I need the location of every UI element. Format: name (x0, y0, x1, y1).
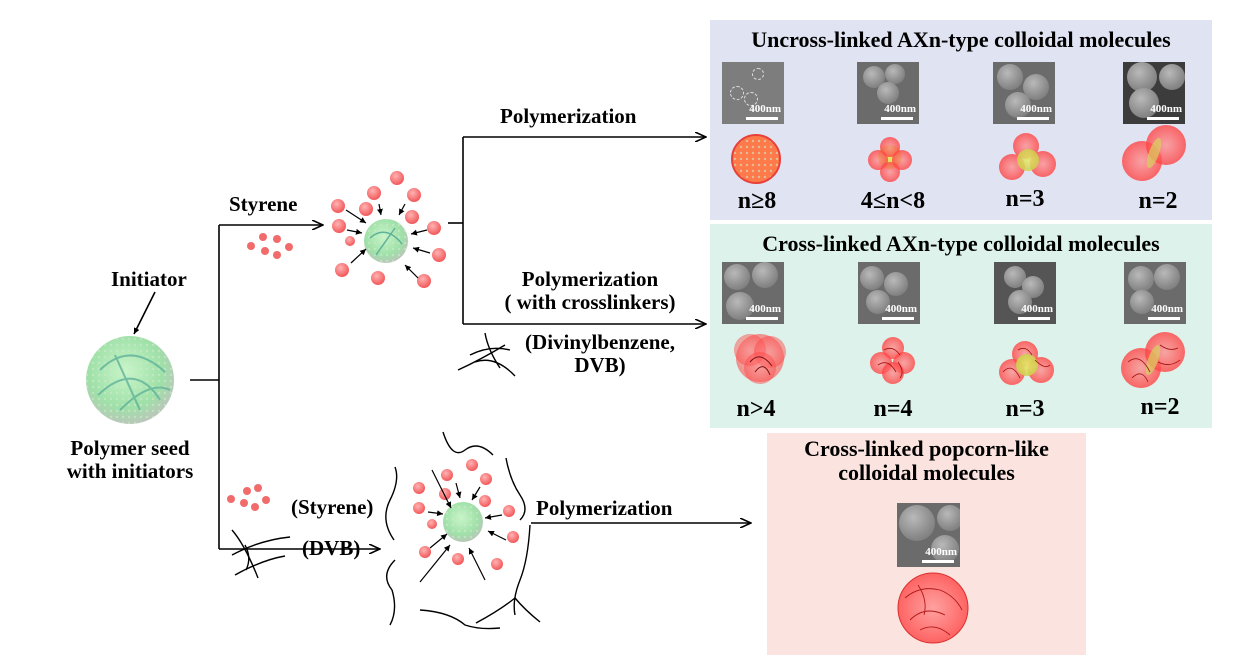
dvb-label-line2: DVB) (574, 353, 626, 378)
dvb-strands-lower-icon (231, 529, 291, 579)
model-n-2-uncrosslinked-icon (1122, 125, 1186, 181)
n-label-uncrosslinked-1: n≥8 (737, 188, 777, 214)
scale-text: 400nm (749, 303, 781, 315)
panel-popcorn-title-line1: Cross-linked popcorn-like (804, 436, 1049, 461)
scale-text: 400nm (1151, 303, 1183, 315)
scale-text: 400nm (749, 103, 781, 115)
model-n-3-crosslinked-icon (999, 341, 1054, 385)
model-n-ge-8-icon (731, 134, 781, 184)
scale-text: 400nm (1020, 103, 1052, 115)
scale-bar (1147, 117, 1179, 120)
scale-text: 400nm (885, 303, 917, 315)
styrene-droplets-icon (247, 233, 293, 259)
panel-crosslinked (710, 224, 1212, 428)
sem-image-n-2-crosslinked: 400nm (1124, 262, 1186, 324)
scale-bar (1017, 117, 1049, 120)
panel-crosslinked-title: Cross-linked AXn-type colloidal molecule… (762, 231, 1160, 256)
scale-text: 400nm (925, 546, 957, 558)
n-label-crosslinked-3: n=3 (1005, 396, 1045, 422)
n-label-crosslinked-1: n>4 (736, 396, 776, 422)
dvb-label-line1: (Divinylbenzene, (525, 330, 675, 354)
scale-bar (1018, 317, 1050, 320)
polymerization-label-upper: Polymerization (500, 104, 637, 128)
n-label-uncrosslinked-4: n=2 (1138, 188, 1178, 214)
styrene-droplets-lower-icon (227, 484, 270, 511)
seed-caption-line1: Polymer seed (70, 436, 190, 460)
panel-uncrosslinked-title: Uncross-linked AXn-type colloidal molecu… (751, 27, 1171, 52)
scale-bar (881, 117, 913, 120)
panel-popcorn-title: Cross-linked popcorn-like colloidal mole… (767, 436, 1086, 486)
scale-bar (882, 317, 914, 320)
polymerization-label-lower: Polymerization (536, 496, 673, 520)
model-n-2-crosslinked-icon (1121, 332, 1185, 388)
sem-image-popcorn: 400nm (897, 503, 960, 567)
styrene-label-lower: (Styrene) (291, 495, 374, 519)
polymerization-crosslinkers-line1: Polymerization (521, 267, 659, 291)
sem-image-n-ge-8: 400nm (722, 62, 784, 124)
model-n-3-uncrosslinked-icon (999, 133, 1056, 180)
styrene-label: Styrene (229, 192, 298, 216)
sem-image-n-gt-4: 400nm (722, 262, 784, 324)
n-label-crosslinked-2: n=4 (873, 396, 913, 422)
polymerization-crosslinkers-line2: ( with crosslinkers) (504, 290, 676, 315)
sem-image-n-2-uncrosslinked: 400nm (1123, 62, 1185, 124)
scale-text: 400nm (1150, 103, 1182, 115)
scale-text: 400nm (1021, 303, 1053, 315)
seed-with-monomers-icon (331, 171, 446, 288)
dvb-strands-icon (457, 332, 516, 377)
sem-image-n-4: 400nm (858, 262, 920, 324)
panel-popcorn-title-line2: colloidal molecules (838, 460, 1015, 486)
scale-bar (746, 117, 778, 120)
scale-bar (1148, 317, 1180, 320)
seed-caption: Polymer seed with initiators (50, 436, 210, 484)
initiator-pointer (133, 291, 156, 335)
sem-image-n-3-uncrosslinked: 400nm (993, 62, 1055, 124)
sem-image-n-3-crosslinked: 400nm (994, 262, 1056, 324)
n-label-uncrosslinked-3: n=3 (1005, 186, 1045, 212)
dvb-label-upper: (Divinylbenzene, DVB) (505, 330, 695, 378)
scale-bar (922, 560, 954, 563)
dvb-label-lower: (DVB) (302, 536, 361, 560)
n-label-crosslinked-4: n=2 (1140, 394, 1180, 420)
scale-text: 400nm (884, 103, 916, 115)
seed-caption-line2: with initiators (66, 459, 194, 484)
sem-image-4-le-n-lt-8: 400nm (857, 62, 919, 124)
initiator-label: Initiator (111, 267, 187, 291)
polymerization-crosslinkers-label: Polymerization ( with crosslinkers) (475, 267, 705, 315)
model-n-4-icon (870, 337, 915, 384)
polymer-seed-icon (86, 336, 174, 424)
model-popcorn-icon (897, 572, 969, 644)
scale-bar (746, 317, 778, 320)
model-n-gt-4-icon (734, 334, 786, 384)
seed-mixture-icon (385, 431, 541, 630)
model-4-le-n-lt-8-icon (868, 137, 912, 182)
n-label-uncrosslinked-2: 4≤n<8 (860, 188, 926, 214)
